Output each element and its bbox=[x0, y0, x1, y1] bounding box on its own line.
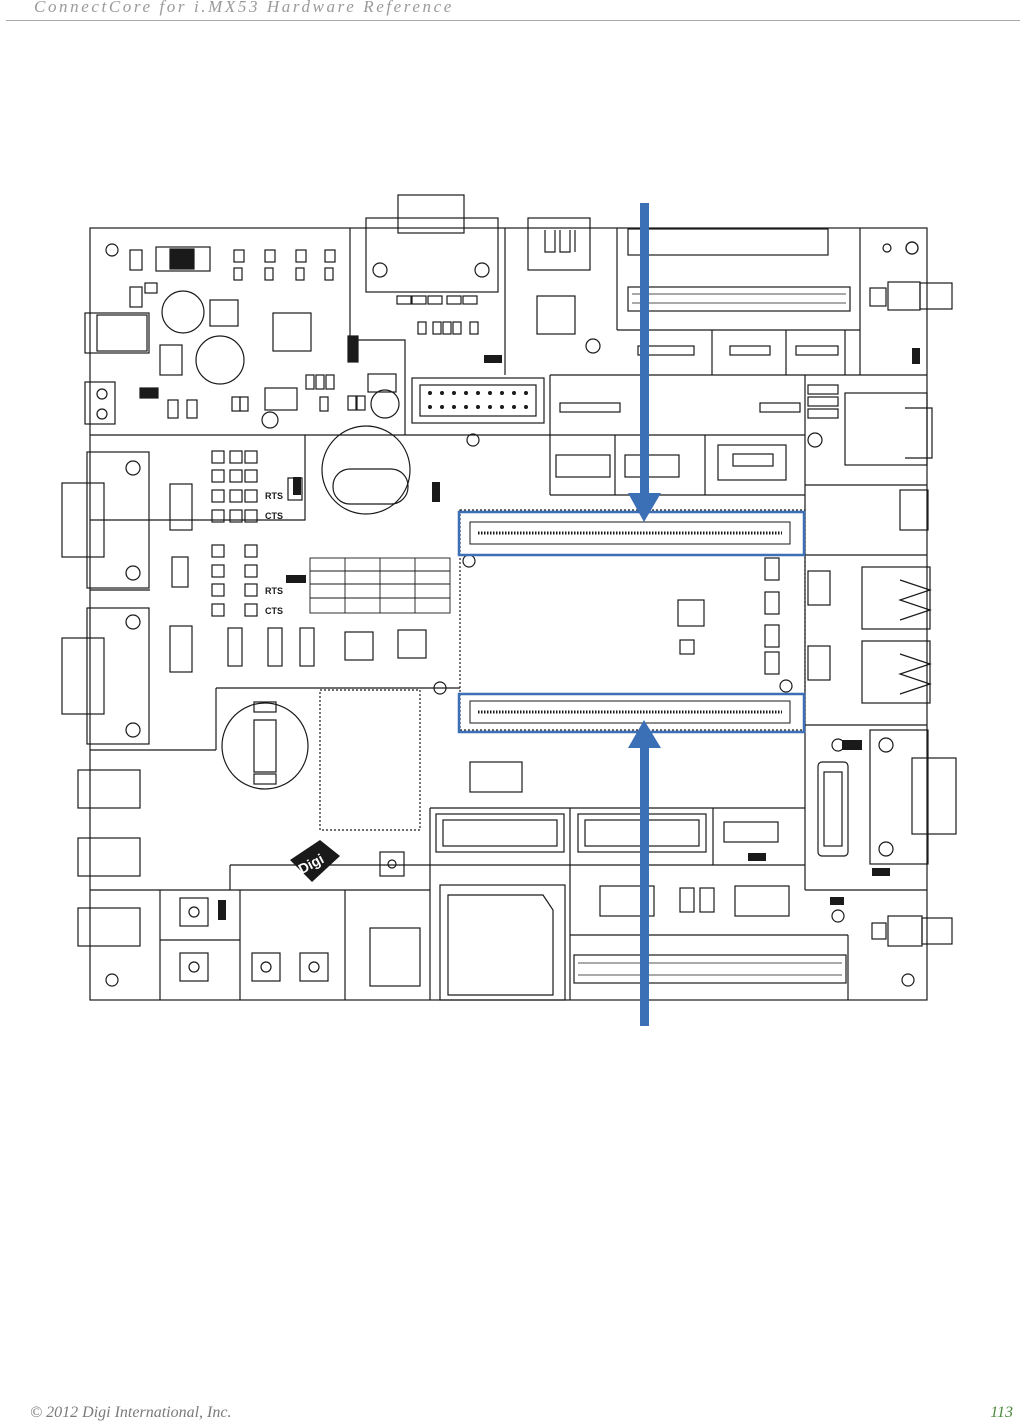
digi-logo: Digi bbox=[290, 840, 340, 882]
ethernet-jack bbox=[808, 385, 932, 465]
cts-label-bottom: CTS bbox=[265, 606, 283, 616]
sd-card-slot bbox=[370, 885, 565, 1000]
rts-label-top: RTS bbox=[265, 491, 283, 501]
board-regions bbox=[90, 228, 927, 1000]
hdmi-connector bbox=[818, 762, 848, 856]
pin-table bbox=[310, 558, 450, 613]
idc-header-bottom-left bbox=[436, 814, 564, 852]
usb-top-connector bbox=[528, 218, 600, 353]
footer-copyright: © 2012 Digi International, Inc. bbox=[30, 1404, 231, 1422]
arrow-down-icon bbox=[628, 203, 661, 522]
lower-left-ics bbox=[228, 628, 426, 666]
mini-usb bbox=[900, 490, 928, 530]
lcd-connector bbox=[628, 229, 850, 355]
idc-header-top bbox=[412, 378, 544, 423]
power-section bbox=[85, 247, 399, 428]
wireless-module-footprint bbox=[320, 690, 420, 830]
highlight-group bbox=[459, 512, 804, 732]
pad-grid-bottom bbox=[212, 545, 257, 616]
page-number: 113 bbox=[990, 1404, 1013, 1422]
rf-connector-top bbox=[870, 242, 952, 310]
rts-label-bottom: RTS bbox=[265, 586, 283, 596]
expansion-header bbox=[574, 955, 846, 983]
audio-jacks bbox=[78, 770, 140, 946]
cts-label-top: CTS bbox=[265, 511, 283, 521]
db9-right-connector bbox=[870, 730, 956, 864]
arrow-up-icon bbox=[628, 720, 661, 1026]
usb-host-jacks bbox=[808, 567, 930, 703]
battery-holder bbox=[288, 426, 479, 514]
db9-top-connector bbox=[366, 195, 498, 334]
center-components bbox=[434, 555, 792, 694]
battery-holder-lower bbox=[222, 702, 308, 789]
board-outline bbox=[90, 228, 927, 1000]
pad-grid-top bbox=[212, 451, 257, 522]
db9-left-connectors bbox=[62, 452, 192, 744]
module-footprint bbox=[460, 510, 805, 730]
